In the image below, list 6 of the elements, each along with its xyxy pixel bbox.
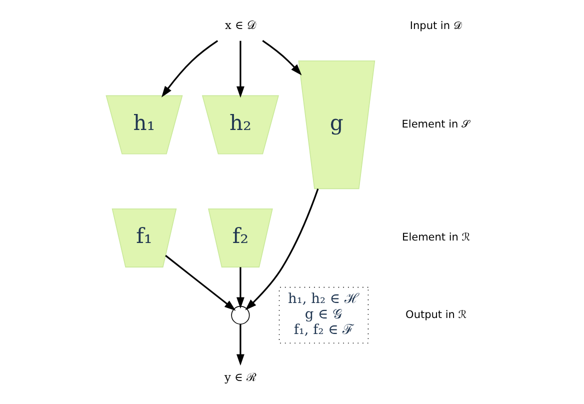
node-text: x ∈ 𝒟 [224, 19, 256, 32]
node-text: y ∈ ℛ [224, 370, 256, 384]
label: Input in 𝒟 [410, 20, 462, 32]
label: Element in ℛ [402, 232, 470, 244]
label: Output in ℛ [406, 308, 467, 321]
label: Element in 𝒮 [402, 118, 470, 131]
